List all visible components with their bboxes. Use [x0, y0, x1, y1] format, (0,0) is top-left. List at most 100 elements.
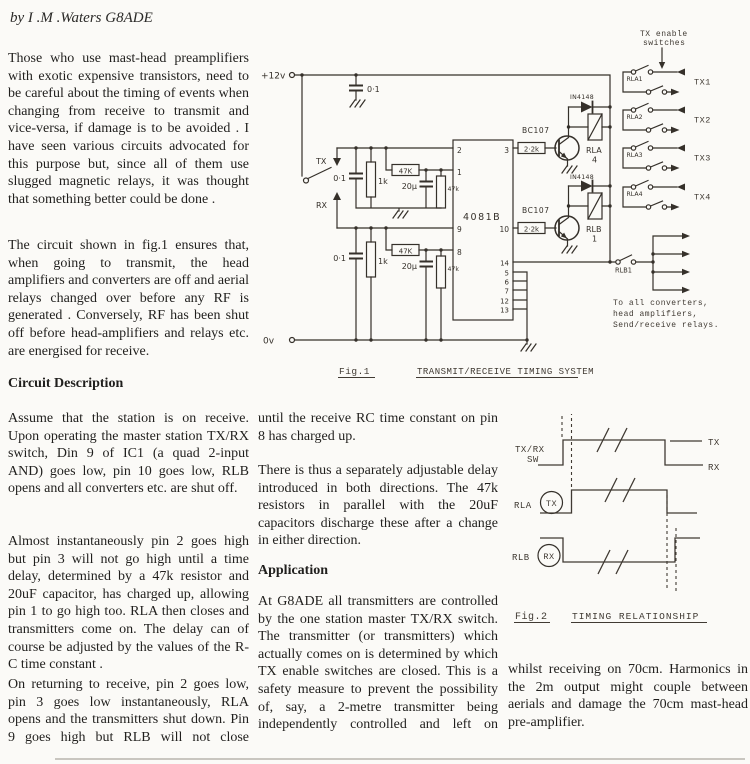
- ground-terminal: [288, 336, 296, 344]
- relay-contact-label: RLA4: [627, 191, 643, 198]
- res-value: 2·2k: [524, 146, 540, 154]
- tx-output-label: TX3: [694, 154, 711, 164]
- resistor-47k-shunt: [435, 255, 447, 289]
- ground-icon: [349, 99, 366, 108]
- down-arrow-icon: [658, 62, 666, 69]
- cap-value: 20µ: [402, 262, 417, 271]
- waveform-label: RLA: [514, 501, 532, 511]
- res-value: 47K: [399, 248, 413, 256]
- arrow-icon: [671, 203, 680, 211]
- arrow-icon: [677, 144, 685, 152]
- paragraph-4: Almost instantaneously pin 2 goes high b…: [8, 534, 249, 673]
- ground-icon: [520, 343, 537, 352]
- rx-level-label: RX: [708, 463, 720, 473]
- resistor-47k-shunt: [435, 175, 447, 209]
- state-label: RX: [543, 552, 554, 562]
- pin-label: 10: [499, 225, 509, 234]
- ground-icon: [561, 165, 578, 174]
- break-marks-icon: [597, 549, 629, 575]
- resistor-47K: [391, 243, 420, 257]
- txrx-switch: TX RX: [302, 147, 341, 229]
- state-circle: [537, 543, 561, 568]
- cap-value: 0·1: [333, 174, 346, 183]
- fig1-caption-title: TRANSMIT/RECEIVE TIMING SYSTEM: [417, 367, 594, 377]
- tx-enable-label-line1: TX enable: [640, 30, 688, 39]
- pin-label: 5: [505, 270, 509, 278]
- diode-label: IN4148: [570, 174, 594, 181]
- tx-enable-label-line2: switches: [643, 39, 685, 48]
- txrx-sw-waveform: TX/RX SW TX RX: [515, 414, 720, 487]
- pin-label: 13: [500, 307, 509, 315]
- tx-rc-network: 0·1 1k 47K 20µ 47k: [333, 146, 459, 219]
- fig1-caption: Fig.1 TRANSMIT/RECEIVE TIMING SYSTEM: [338, 366, 594, 378]
- tx-enable-switch-group-2: RLA2 TX2: [622, 102, 710, 134]
- paragraph-2: The circuit shown in fig.1 ensures that,…: [8, 238, 249, 359]
- pin-label: 14: [500, 260, 509, 268]
- ground-icon: [561, 245, 578, 254]
- fig2-caption-title: TIMING RELATIONSHIP: [572, 611, 699, 622]
- transistor-label: BC107: [522, 126, 550, 135]
- supply-terminal: [288, 71, 296, 79]
- resistor-1k: [365, 241, 377, 278]
- heading-circuit-description: Circuit Description: [8, 376, 124, 391]
- rx-rc-network: 0·1 1k 47K 20µ 47k: [333, 226, 459, 341]
- resistor-2k2: [517, 141, 546, 155]
- pin-label: 7: [505, 288, 509, 296]
- converter-feed-arrows: To all converters, head amplifiers, Send…: [613, 232, 719, 330]
- arrow-icon: [671, 126, 680, 134]
- paragraph-9: whilst receiving on 70cm. Harmonics in t…: [508, 662, 748, 730]
- feed-note-line3: Send/receive relays.: [613, 321, 719, 330]
- fig1-caption-label: Fig.1: [339, 366, 370, 377]
- paragraph-6: until the receive RC time constant on pi…: [258, 411, 498, 444]
- paragraph-1: Those who use mast-head preamplifiers wi…: [8, 51, 249, 207]
- tx-contact-arrow-icon: [333, 158, 341, 166]
- rlb-driver: 2·2k BC107 IN4148 RLB 1: [512, 174, 612, 254]
- arrow-icon: [671, 164, 680, 172]
- relay-contact-label: RLB1: [615, 267, 632, 275]
- byline: by I .M .Waters G8ADE: [10, 10, 153, 26]
- diode-icon: [581, 101, 593, 113]
- scan-artifact-line: [55, 758, 745, 760]
- relay-sub-label: 4: [592, 156, 597, 165]
- tx-enable-switch-group-3: RLA3 TX3: [622, 140, 711, 172]
- rx-contact-arrow-icon: [333, 192, 341, 200]
- zero-volt-rail: 0v: [263, 336, 528, 347]
- waveform-label: RLB: [512, 553, 530, 563]
- break-marks-icon: [604, 477, 636, 503]
- tx-position-label: TX: [315, 157, 327, 166]
- relay-label: RLA: [586, 146, 602, 155]
- supply-label: +12v: [261, 72, 286, 82]
- feed-note-line2: head amplifiers,: [613, 310, 698, 319]
- arrow-icon: [671, 88, 680, 96]
- relay-contact-label: RLA1: [627, 76, 643, 83]
- ic-grounded-pins: [512, 271, 537, 352]
- relay-contact-label: RLA3: [627, 152, 643, 159]
- rlb1-contact: RLB1: [512, 254, 654, 275]
- res-value: 47K: [399, 168, 413, 176]
- ground-rail-label: 0v: [263, 337, 275, 347]
- resistor-2k2: [517, 221, 546, 235]
- cap-value: 0·1: [367, 85, 380, 94]
- emitter-arrow-icon: [560, 232, 567, 239]
- arrow-icon: [677, 68, 685, 76]
- res-value: 2·2k: [524, 226, 540, 234]
- tx-enable-switch-group-1: RLA1 TX1: [622, 64, 710, 96]
- arrow-icon: [682, 250, 690, 258]
- relay-label: RLB: [586, 225, 602, 234]
- pin-label: 12: [500, 298, 509, 306]
- pin-label: 9: [457, 225, 462, 234]
- ground-icon: [392, 210, 409, 219]
- fig2-timing-diagram: TX/RX SW TX RX RLA TX RLB RX Fig.2 TIMIN…: [512, 414, 720, 623]
- cap-value: 0·1: [333, 254, 346, 263]
- paragraph-8: At G8ADE all transmitters are controlled…: [258, 594, 498, 733]
- pin-label: 1: [457, 168, 462, 177]
- arrow-icon: [682, 232, 690, 240]
- paragraph-3: Assume that the station is on receive. U…: [8, 411, 249, 497]
- arrow-icon: [677, 183, 685, 191]
- diode-label: IN4148: [570, 94, 594, 101]
- feed-note-line1: To all converters,: [613, 299, 708, 308]
- fig2-caption-label: Fig.2: [515, 611, 548, 623]
- supply-rail: +12v: [261, 71, 611, 263]
- relay-contact-label: RLA2: [627, 114, 643, 121]
- arrow-icon: [677, 106, 685, 114]
